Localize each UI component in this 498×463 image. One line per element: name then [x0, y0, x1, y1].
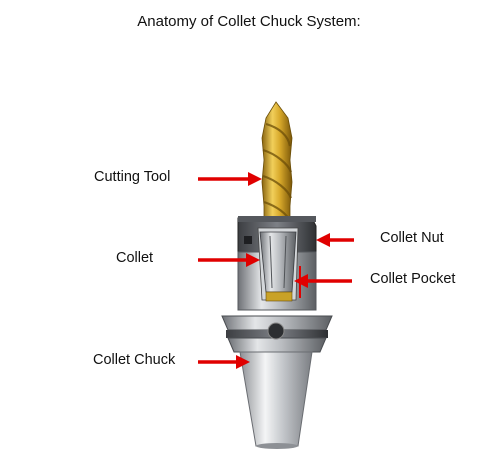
arrow-collet-chuck: [198, 355, 250, 369]
drill-bit: [261, 101, 293, 233]
label-collet-chuck: Collet Chuck: [93, 352, 176, 368]
label-collet: Collet: [116, 250, 154, 266]
chuck-flange: [221, 315, 333, 353]
arrow-collet: [198, 253, 260, 267]
arrow-cutting-tool: [198, 172, 262, 186]
diagram-title: Anatomy of Collet Chuck System:: [137, 13, 361, 30]
collet: [259, 231, 297, 302]
arrow-collet-pocket: [294, 266, 352, 298]
arrow-collet-nut: [316, 233, 354, 247]
taper-shank: [239, 351, 313, 449]
arrows: [198, 172, 354, 369]
label-collet-pocket: Collet Pocket: [370, 271, 456, 287]
label-cutting-tool: Cutting Tool: [94, 169, 171, 185]
label-collet-nut: Collet Nut: [380, 230, 444, 246]
